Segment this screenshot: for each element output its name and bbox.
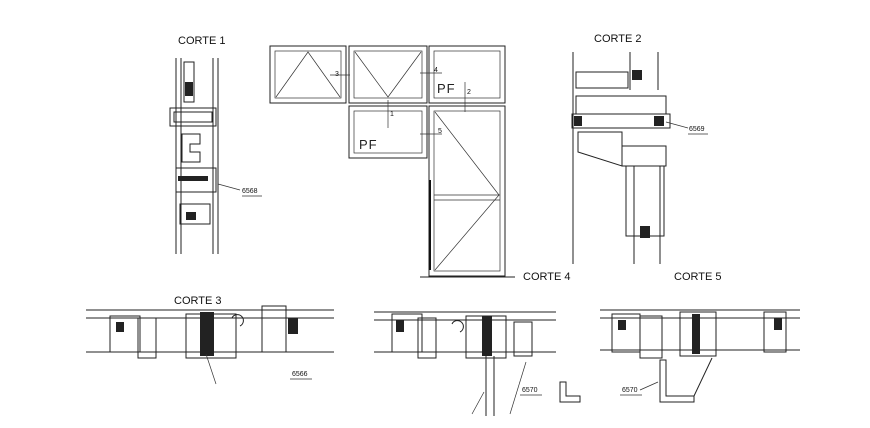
c2-transom [575, 95, 667, 115]
corte-5-section: 6570 [600, 309, 800, 403]
elev-pane-1-glass [353, 50, 423, 99]
c5-mullion [679, 311, 717, 357]
elev-pane-3-frame [269, 45, 347, 104]
c4-leader-b [509, 361, 527, 415]
c1-gasket-a [185, 82, 193, 96]
c4-angle-detail [559, 381, 581, 403]
c3-profile-c [261, 305, 287, 353]
elev-mark-3: 3 [335, 71, 339, 78]
c2-head [575, 71, 629, 89]
c1-frame-bottom [175, 167, 217, 193]
c5-part-6570: 6570 [622, 387, 638, 394]
elev-mark-1: 1 [390, 111, 394, 118]
c4-profile-a [391, 313, 423, 353]
c1-profile-b [181, 133, 201, 163]
c3-clip [231, 314, 244, 327]
c3-gasket-b [288, 318, 298, 334]
c2-flashing [577, 131, 623, 167]
c1-transom [169, 107, 217, 127]
c3-mullion-core [200, 312, 214, 356]
c2-leader [665, 121, 689, 129]
window-door-elevation: PF PF 3 4 1 2 5 [269, 45, 515, 278]
elev-opening-mark-1 [354, 51, 422, 98]
elev-door-swing-mark [434, 111, 500, 271]
elev-mark-4: 4 [434, 67, 438, 74]
c4-clip [451, 320, 464, 333]
c1-part-6568: 6568 [242, 188, 258, 195]
c2-frame-mid [621, 145, 667, 167]
corte-4-title: CORTE 4 [523, 271, 570, 283]
c2-transom-2 [571, 113, 671, 129]
c1-sill [179, 203, 211, 225]
elev-mark-5: 5 [438, 128, 442, 135]
corte-2-title: CORTE 2 [594, 33, 641, 45]
corte-1-section: CORTE 1 6568 [169, 35, 262, 254]
elev-pf-top-label: PF [437, 81, 456, 96]
c5-door-swing [693, 357, 713, 397]
c2-gasket-d [640, 226, 650, 238]
c4-mullion-core [482, 316, 492, 356]
c5-profile-b [639, 315, 663, 359]
c1-profile-a [183, 61, 195, 103]
corte-2-section: CORTE 2 6569 CORTE 5 [571, 33, 721, 283]
c1-leader [217, 183, 241, 191]
c4-profile-b [417, 317, 437, 359]
c3-part-6566: 6566 [292, 371, 308, 378]
elev-pane-pf-top-frame [428, 45, 506, 104]
c2-door-frame [625, 165, 665, 237]
corte-1-title: CORTE 1 [178, 35, 225, 47]
c1-transom-inner [173, 111, 213, 123]
elev-pane-pf-top-glass [433, 50, 501, 99]
c4-gasket-a [396, 320, 404, 332]
c3-gasket-a [116, 322, 124, 332]
elev-door-leaf [433, 110, 501, 272]
elev-opening-mark-3 [275, 51, 341, 98]
c1-gasket-c [186, 212, 196, 220]
c2-part-6569: 6569 [689, 126, 705, 133]
corte-3-section: CORTE 3 6566 [86, 295, 334, 385]
c2-gasket-a [632, 70, 642, 80]
c2-gasket-c [654, 116, 664, 126]
elev-mark-2: 2 [467, 89, 471, 96]
c1-gasket-b [178, 176, 208, 181]
c5-door-section [659, 359, 695, 403]
c5-mullion-core [692, 314, 700, 354]
corte-5-title: CORTE 5 [674, 271, 721, 283]
c5-profile-c [763, 311, 787, 353]
elev-pane-1-frame [348, 45, 428, 104]
c5-leader [639, 381, 659, 391]
c4-part-6570: 6570 [522, 387, 538, 394]
c3-profile-a [109, 315, 141, 353]
elev-pf-mid-label: PF [359, 137, 378, 152]
c2-gasket-b [574, 116, 582, 126]
c5-gasket-b [774, 318, 782, 330]
corte-3-title: CORTE 3 [174, 295, 221, 307]
c3-leader [205, 353, 217, 385]
c5-profile-a [611, 313, 641, 353]
c4-leader-a [471, 391, 485, 415]
elev-pane-3-glass [274, 50, 342, 99]
c5-gasket-a [618, 320, 626, 330]
c3-profile-b [137, 317, 157, 359]
c4-profile-c [513, 321, 533, 357]
corte-4-section: 6570 [374, 311, 581, 416]
